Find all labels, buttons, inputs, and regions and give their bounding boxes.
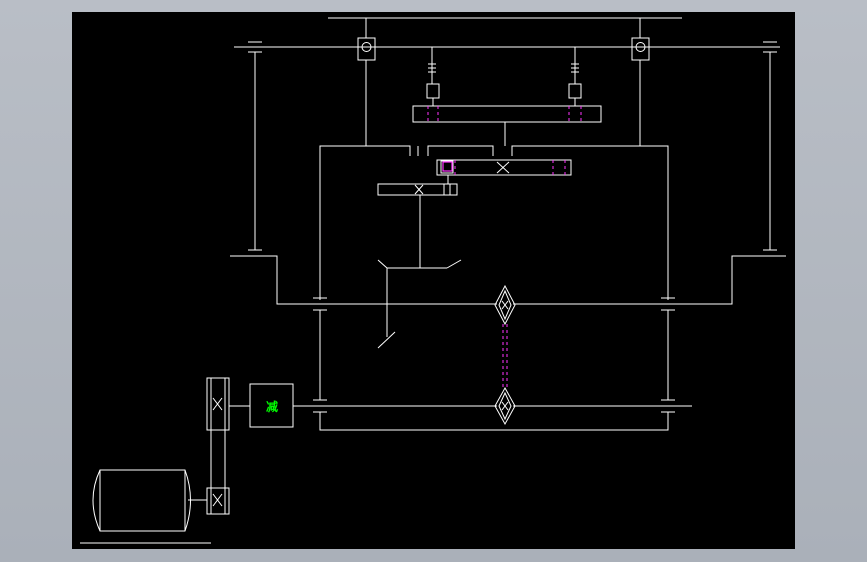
right-spring [568,47,582,106]
upper-beam [412,105,602,146]
left-gear [377,183,458,268]
sliding-gear [436,159,572,184]
left-spring [426,47,440,106]
mechanism-schematic: 减 [80,17,786,544]
motor [80,469,211,544]
left-column [230,41,320,305]
middle-frame [319,145,669,300]
cad-canvas[interactable]: 减 [72,12,795,549]
bevel-gear-pair [377,259,462,349]
top-main-shaft [234,18,780,48]
lower-sprocket [494,386,516,426]
center-lines [427,106,582,175]
reducer-label: 减 [266,399,278,414]
gear-marker [442,161,453,172]
upper-sprocket [494,284,516,326]
chain [502,324,508,388]
right-bearing-block [631,37,650,146]
right-column [668,41,786,305]
lower-cross-shaft [293,399,692,431]
left-bearing-block [357,37,376,146]
upper-cross-shaft [313,297,675,400]
belt-drive [188,377,250,515]
